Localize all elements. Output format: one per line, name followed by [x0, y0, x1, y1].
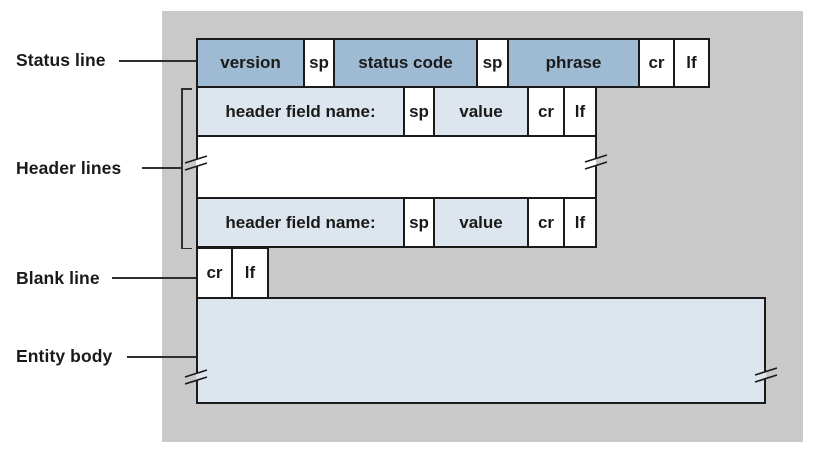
- field-lf: lf: [673, 38, 710, 88]
- field-value: value: [433, 86, 529, 137]
- header-lines-continuation-box: [196, 135, 597, 199]
- field-cr: cr: [196, 247, 233, 299]
- header-lines-bracket-top-nub: [181, 88, 192, 90]
- field-sp: sp: [403, 197, 435, 248]
- label-status-line: Status line: [16, 50, 106, 70]
- field-version: version: [196, 38, 305, 88]
- leader-line-blank: [112, 277, 196, 279]
- leader-line-status: [119, 60, 196, 62]
- field-value: value: [433, 197, 529, 248]
- field-cr: cr: [527, 86, 565, 137]
- leader-line-header: [142, 167, 182, 169]
- field-sp: sp: [476, 38, 509, 88]
- field-sp: sp: [303, 38, 335, 88]
- header-line-row-1: header field name: sp value cr lf: [196, 86, 597, 137]
- field-header-field-name: header field name:: [196, 86, 405, 137]
- field-phrase: phrase: [507, 38, 640, 88]
- field-cr: cr: [527, 197, 565, 248]
- field-lf: lf: [231, 247, 269, 299]
- leader-line-entity: [127, 356, 196, 358]
- blank-line-row: cr lf: [196, 247, 269, 299]
- field-status-code: status code: [333, 38, 478, 88]
- header-line-row-2: header field name: sp value cr lf: [196, 197, 597, 248]
- label-blank-line: Blank line: [16, 268, 100, 288]
- field-lf: lf: [563, 86, 597, 137]
- field-lf: lf: [563, 197, 597, 248]
- field-cr: cr: [638, 38, 675, 88]
- label-entity-body: Entity body: [16, 346, 113, 366]
- status-line-row: version sp status code sp phrase cr lf: [196, 38, 710, 88]
- header-lines-bracket-bottom-nub: [181, 247, 192, 249]
- label-header-lines: Header lines: [16, 158, 122, 178]
- header-lines-bracket: [181, 88, 183, 249]
- entity-body-box: [196, 297, 766, 404]
- field-sp: sp: [403, 86, 435, 137]
- field-header-field-name: header field name:: [196, 197, 405, 248]
